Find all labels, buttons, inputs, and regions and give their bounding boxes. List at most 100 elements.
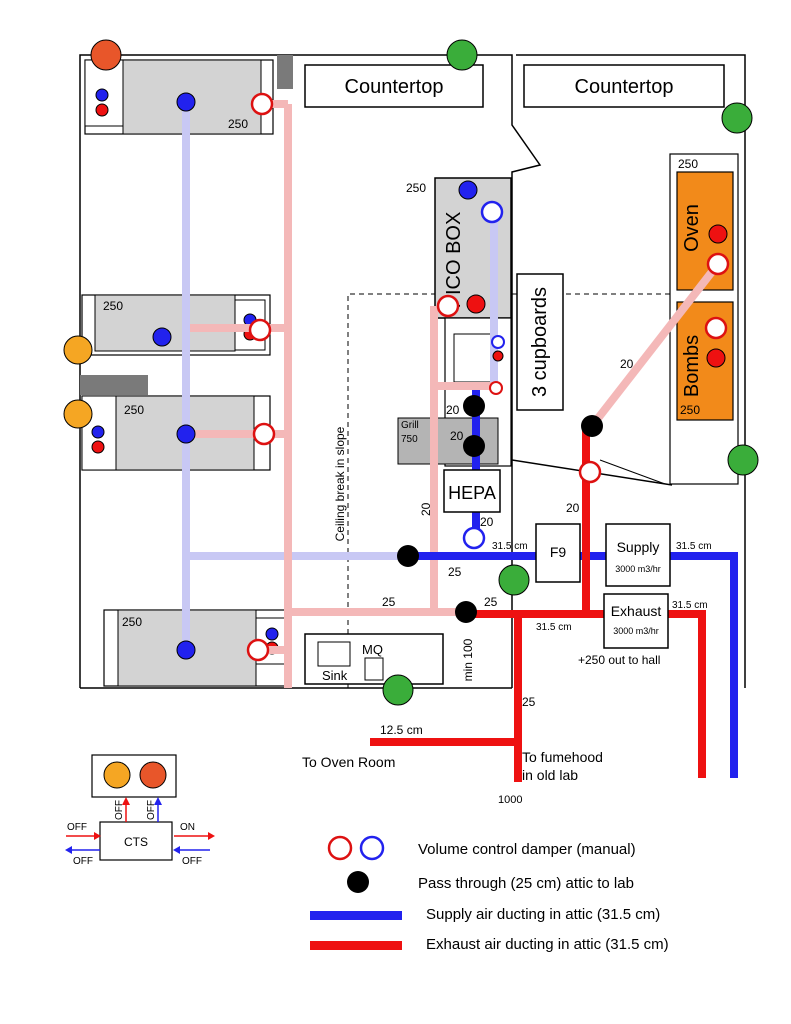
legend-exhaust-label: Exhaust air ducting in attic (31.5 cm): [426, 936, 669, 953]
flow-label: 250: [680, 403, 700, 417]
exhaust-fan-label: Exhaust: [611, 603, 662, 619]
flow-label: 250: [678, 157, 698, 171]
duct-size-label: 31.5 cm: [676, 541, 712, 552]
duct-size-label: 31.5 cm: [492, 541, 528, 552]
duct-size-label: 31.5 cm: [536, 622, 572, 633]
damper-icon: [480, 200, 504, 224]
cts-label: CTS: [124, 835, 148, 849]
oven-cabinet-diagonal: [599, 459, 666, 485]
damper-icon: [489, 381, 503, 395]
legend-damper-label: Volume control damper (manual): [418, 841, 636, 858]
sink-label: Sink: [322, 668, 348, 683]
legend-damper-red-icon: [327, 835, 353, 861]
plug-icon: [721, 102, 753, 134]
f9-filter: [535, 523, 581, 583]
flow-label: 20: [620, 357, 634, 371]
pico-window: [453, 333, 493, 383]
bombs-label: Bombs: [681, 335, 703, 397]
legend-pass-through-icon: [347, 871, 369, 893]
switch-icon: [63, 399, 93, 429]
switch-icon: [139, 761, 167, 789]
flow-label: 250: [103, 299, 123, 313]
flow-label: 25: [382, 595, 396, 609]
pass-throughs: [397, 395, 603, 623]
switch-icon: [103, 761, 131, 789]
damper-icon: [491, 335, 505, 349]
damper-icon: [246, 638, 270, 662]
mq-label: MQ: [362, 642, 383, 657]
legend-supply-swatch: [310, 911, 402, 920]
outlets: [152, 92, 728, 660]
supply-fan: [605, 523, 671, 587]
damper-icon: [248, 318, 272, 342]
flow-label: 250: [406, 181, 426, 195]
pass-through-icon: [455, 601, 477, 623]
supply-outlet-icon: [458, 180, 478, 200]
supply-outlet-icon: [176, 92, 196, 112]
grill-value: 750: [401, 434, 418, 445]
min-100-label: min 100: [461, 638, 475, 681]
light-exhaust-ducts: [190, 100, 722, 688]
exhaust-fan-rate: 3000 m3/hr: [613, 626, 659, 636]
cts-off-left-bottom: OFF: [73, 856, 93, 867]
f9-label: F9: [550, 544, 567, 560]
damper-icon: [704, 316, 728, 340]
pass-through-icon: [581, 415, 603, 437]
supply-fan-rate: 3000 m3/hr: [615, 564, 661, 574]
wall-stub-top: [277, 55, 293, 89]
switch-icon: [63, 335, 93, 365]
countertop-left: [304, 64, 484, 108]
damper-icon: [462, 526, 486, 550]
blue-indicator: [95, 88, 109, 102]
out-to-hall-label: +250 out to hall: [578, 653, 660, 667]
sink-basin: [317, 641, 351, 667]
pass-through-icon: [463, 435, 485, 457]
pass-through-icon: [463, 395, 485, 417]
supply-outlet-icon: [176, 424, 196, 444]
duct-size-labels: 31.5 cm 31.5 cm 31.5 cm 31.5 cm: [492, 541, 712, 633]
dampers: [246, 92, 730, 662]
oven-room-duct-size: 12.5 cm: [380, 723, 423, 737]
countertop-right-label: Countertop: [575, 76, 674, 98]
blue-indicator: [91, 425, 105, 439]
exhaust-outlet-icon: [466, 294, 486, 314]
cts-off-left-top: OFF: [67, 822, 87, 833]
light-supply-ducts: [182, 102, 498, 650]
flow-label: 25: [484, 595, 498, 609]
damper-icon: [252, 422, 276, 446]
plug-icon: [446, 39, 478, 71]
fumehood-flow-label: 1000: [498, 794, 522, 806]
cts-off-vertical-2: OFF: [146, 800, 157, 820]
legend-damper-blue-icon: [359, 835, 385, 861]
legend: Volume control damper (manual) Pass thro…: [310, 835, 669, 953]
plug-icon: [498, 564, 530, 596]
flow-label: 20: [450, 429, 464, 443]
switch-icon: [90, 39, 122, 71]
damper-icon: [436, 294, 460, 318]
cts-off-vertical-1: OFF: [114, 800, 125, 820]
damper-icon: [706, 252, 730, 276]
flow-label: 20: [480, 515, 494, 529]
flow-label: 25: [522, 695, 536, 709]
legend-pass-through-label: Pass through (25 cm) attic to lab: [418, 875, 634, 892]
supply-outlet-icon: [152, 327, 172, 347]
flow-label: 250: [228, 117, 248, 131]
exhaust-ducts: [370, 426, 706, 782]
hepa-filter: [443, 469, 501, 513]
exhaust-outlet-icon: [706, 348, 726, 368]
flow-label: 25: [448, 565, 462, 579]
flow-label: 20: [446, 403, 460, 417]
red-indicator: [91, 440, 105, 454]
to-fumehood-label-1: To fumehood: [522, 749, 603, 765]
cts-switch-detail: CTS OFF OFF ON OFF OFF OFF: [65, 754, 215, 867]
blue-indicator: [265, 627, 279, 641]
flow-label: 20: [419, 502, 433, 516]
switches: [63, 39, 122, 429]
duct-size-label: 31.5 cm: [672, 600, 708, 611]
supply-outlet-icon: [176, 640, 196, 660]
legend-exhaust-swatch: [310, 941, 402, 950]
cupboards: [516, 273, 564, 411]
pico-box-label: PICO BOX: [443, 212, 465, 309]
mq-unit: [364, 657, 384, 681]
